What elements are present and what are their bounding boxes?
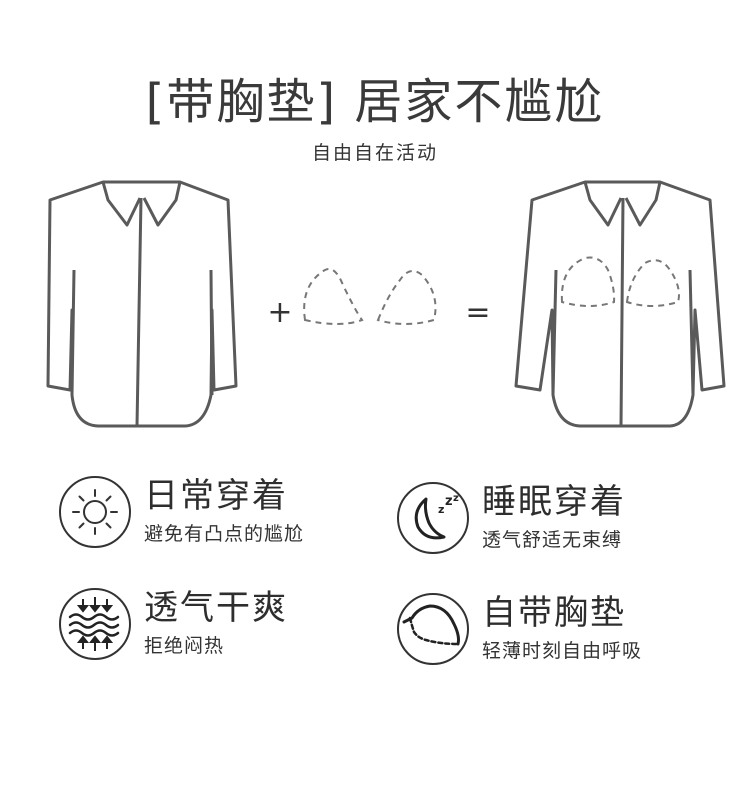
bra-pads-icon <box>303 268 437 325</box>
page-subtitle: 自由自在活动 <box>311 142 438 164</box>
feature-title: 自带胸垫 <box>482 593 626 633</box>
product-illustration: + = <box>46 180 726 428</box>
equals-sign: = <box>465 295 490 330</box>
airflow-icon <box>59 588 131 660</box>
feature-desc: 拒绝闷热 <box>144 635 225 657</box>
svg-text:z: z <box>445 494 453 509</box>
shirt-right-icon <box>514 180 726 428</box>
feature-title: 透气干爽 <box>144 588 288 628</box>
feature-title: 睡眠穿着 <box>482 482 626 522</box>
feature-breathable: 透气干爽 拒绝闷热 <box>58 587 388 667</box>
page-title: [带胸垫] 居家不尴尬 <box>145 74 605 130</box>
feature-title: 日常穿着 <box>144 476 288 516</box>
bra-pad-icon <box>397 593 469 665</box>
feature-daily-wear: 日常穿着 避免有凸点的尴尬 <box>58 475 388 555</box>
shirt-left-icon <box>46 180 238 428</box>
svg-text:z: z <box>438 503 444 516</box>
svg-text:z: z <box>453 493 459 504</box>
moon-sleep-icon: z z z <box>397 482 469 554</box>
feature-sleep-wear: z z z 睡眠穿着 透气舒适无束缚 <box>396 481 726 561</box>
plus-sign: + <box>267 295 292 330</box>
feature-built-in-pad: 自带胸垫 轻薄时刻自由呼吸 <box>396 592 726 672</box>
feature-desc: 透气舒适无束缚 <box>482 529 623 551</box>
feature-desc: 避免有凸点的尴尬 <box>144 523 305 545</box>
feature-desc: 轻薄时刻自由呼吸 <box>482 640 643 662</box>
sun-icon <box>59 476 131 548</box>
shirt-right-pads <box>560 256 680 307</box>
